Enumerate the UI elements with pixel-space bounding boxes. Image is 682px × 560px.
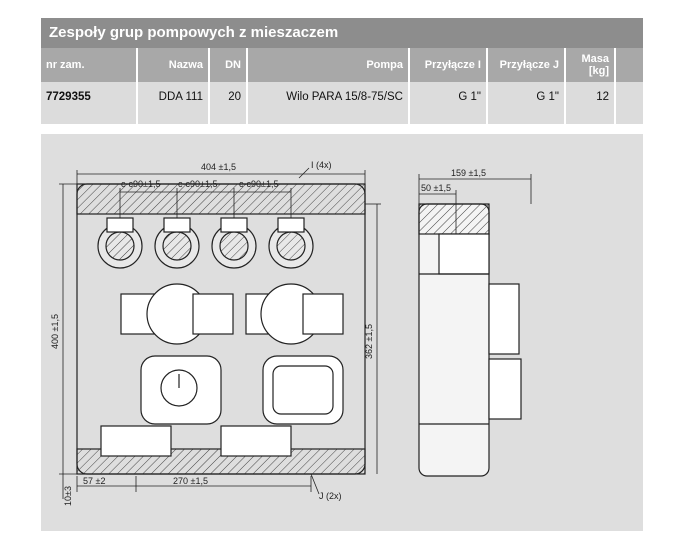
controller-box xyxy=(262,355,344,425)
pump-head-4 xyxy=(268,217,314,269)
pump-head-2 xyxy=(154,217,200,269)
bottom-connector-left xyxy=(100,425,172,457)
dim-bottom-left-label: 57 ±2 xyxy=(83,476,105,486)
spec-table: nr zam. Nazwa DN Pompa Przyłącze I Przył… xyxy=(41,48,643,124)
dim-c-c-3: c-c90±1,5 xyxy=(239,179,278,189)
side-top-hatch xyxy=(418,203,490,235)
cell-pad xyxy=(614,82,643,112)
label-connector-j: J (2x) xyxy=(319,491,342,501)
header-pad xyxy=(614,48,643,82)
pump-head-3 xyxy=(211,217,257,269)
side-mixer-body xyxy=(488,358,522,420)
housing-right xyxy=(245,283,344,345)
cell-przylacze-j: G 1" xyxy=(486,82,565,112)
technical-drawing: 404 ±1,5 c-c90±1,5 c-c90±1,5 c-c90±1,5 I… xyxy=(41,134,643,531)
section-title: Zespoły grup pompowych z mieszaczem xyxy=(41,18,643,48)
cell-przylacze-i: G 1" xyxy=(408,82,487,112)
header-masa: Masa[kg] xyxy=(564,48,615,82)
dim-c-c-2: c-c90±1,5 xyxy=(178,179,217,189)
side-view xyxy=(418,203,522,477)
product-sheet: Zespoły grup pompowych z mieszaczem nr z… xyxy=(41,18,643,531)
pump-head-1 xyxy=(97,217,143,269)
cell-masa: 12 xyxy=(564,82,615,112)
table-header-row: nr zam. Nazwa DN Pompa Przyłącze I Przył… xyxy=(41,48,643,82)
table-spacer-row xyxy=(41,112,643,124)
dim-inner-height-label: 362 ±1,5 xyxy=(364,324,374,359)
dim-c-c-1: c-c90±1,5 xyxy=(121,179,160,189)
label-connector-i: I (4x) xyxy=(311,160,332,170)
table-row: 7729355 DDA 111 20 Wilo PARA 15/8-75/SC … xyxy=(41,82,643,112)
side-pump-head xyxy=(438,233,490,275)
dim-width-label: 404 ±1,5 xyxy=(201,162,236,172)
header-dn: DN xyxy=(208,48,247,82)
dim-side-offset-label: 50 ±1,5 xyxy=(421,183,451,193)
cell-dn: 20 xyxy=(208,82,247,112)
front-top-hatch xyxy=(76,183,366,215)
header-nazwa: Nazwa xyxy=(136,48,209,82)
side-pump-body xyxy=(488,283,520,355)
side-dimensions xyxy=(418,174,532,234)
cell-pompa: Wilo PARA 15/8-75/SC xyxy=(246,82,409,112)
front-view xyxy=(76,183,366,475)
bottom-connector-right xyxy=(220,425,292,457)
drawing-svg: 404 ±1,5 c-c90±1,5 c-c90±1,5 c-c90±1,5 I… xyxy=(50,160,532,506)
cell-nazwa: DDA 111 xyxy=(136,82,209,112)
dim-side-depth-label: 159 ±1,5 xyxy=(451,168,486,178)
header-pompa: Pompa xyxy=(246,48,409,82)
front-dimensions xyxy=(59,167,381,499)
dim-height-label: 400 ±1,5 xyxy=(50,314,60,349)
dim-bottom-offset-label: 10±3 xyxy=(63,486,73,506)
housing-left xyxy=(120,283,234,345)
dim-bottom-mid-label: 270 ±1,5 xyxy=(173,476,208,486)
header-przylacze-i: Przyłącze I xyxy=(408,48,487,82)
mixer-unit xyxy=(140,355,222,425)
cell-nr: 7729355 xyxy=(41,82,137,112)
header-przylacze-j: Przyłącze J xyxy=(486,48,565,82)
header-nr: nr zam. xyxy=(41,48,137,82)
